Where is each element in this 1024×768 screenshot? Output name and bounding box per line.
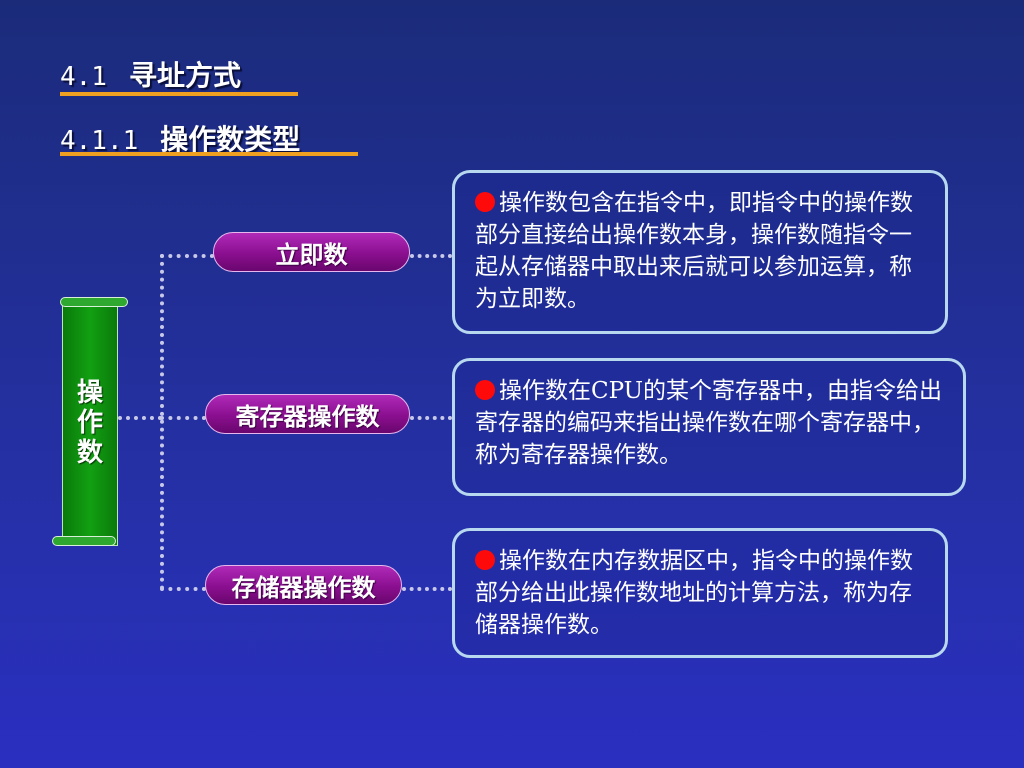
scroll-label-text: 操 作 数 bbox=[76, 378, 103, 468]
connector-branch-1 bbox=[160, 254, 214, 258]
section-heading: 4.1 寻址方式 bbox=[60, 54, 241, 94]
section-number: 4.1 bbox=[60, 62, 107, 92]
description-box-memory: 操作数在内存数据区中，指令中的操作数部分给出此操作数地址的计算方法，称为存储器操… bbox=[452, 528, 948, 658]
connector-trunk bbox=[118, 416, 162, 420]
subsection-title: 操作数类型 bbox=[160, 123, 301, 156]
connector-link-2 bbox=[410, 416, 452, 420]
connector-branch-2 bbox=[160, 416, 206, 420]
bullet-icon bbox=[475, 192, 495, 212]
type-pill-register: 寄存器操作数 bbox=[205, 394, 410, 434]
operand-scroll bbox=[62, 300, 118, 546]
connector-link-1 bbox=[410, 254, 452, 258]
scroll-top-roll bbox=[60, 297, 128, 307]
connector-link-3 bbox=[402, 587, 452, 591]
bullet-icon bbox=[475, 380, 495, 400]
description-text: 操作数在内存数据区中，指令中的操作数部分给出此操作数地址的计算方法，称为存储器操… bbox=[475, 548, 913, 638]
bullet-icon bbox=[475, 550, 495, 570]
type-pill-immediate: 立即数 bbox=[213, 232, 410, 272]
scroll-label: 操 作 数 bbox=[62, 378, 118, 468]
description-box-register: 操作数在CPU的某个寄存器中，由指令给出寄存器的编码来指出操作数在哪个寄存器中，… bbox=[452, 358, 966, 496]
scroll-bottom-roll bbox=[52, 536, 116, 546]
connector-branch-3 bbox=[160, 587, 206, 591]
section-underline bbox=[60, 92, 298, 96]
subsection-number: 4.1.1 bbox=[60, 126, 139, 156]
type-pill-memory: 存储器操作数 bbox=[205, 565, 402, 605]
connector-vertical bbox=[160, 254, 164, 590]
description-box-immediate: 操作数包含在指令中，即指令中的操作数部分直接给出操作数本身，操作数随指令一起从存… bbox=[452, 170, 948, 334]
section-title: 寻址方式 bbox=[128, 59, 241, 92]
subsection-underline bbox=[60, 152, 358, 156]
description-text: 操作数包含在指令中，即指令中的操作数部分直接给出操作数本身，操作数随指令一起从存… bbox=[475, 190, 913, 312]
subsection-heading: 4.1.1 操作数类型 bbox=[60, 118, 300, 158]
description-text: 操作数在CPU的某个寄存器中，由指令给出寄存器的编码来指出操作数在哪个寄存器中，… bbox=[475, 378, 943, 468]
